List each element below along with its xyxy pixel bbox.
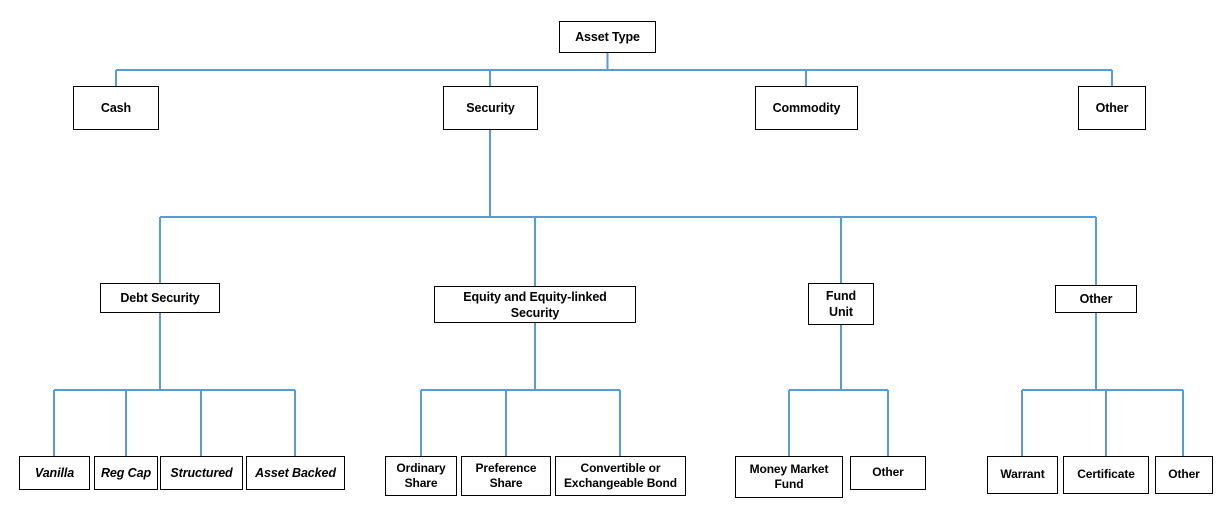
node-money-market-fund[interactable]: Money Market Fund [735, 456, 843, 498]
node-fund-unit[interactable]: Fund Unit [808, 283, 874, 325]
node-label: Vanilla [34, 466, 75, 480]
node-label: Fund Unit [825, 289, 857, 319]
node-label: Preference Share [475, 460, 537, 490]
node-cash[interactable]: Cash [73, 86, 159, 130]
node-debt-security[interactable]: Debt Security [100, 283, 220, 313]
node-certificate[interactable]: Certificate [1063, 456, 1149, 494]
node-other-level1[interactable]: Other [1078, 86, 1146, 130]
node-structured[interactable]: Structured [160, 456, 243, 490]
node-label: Structured [170, 466, 233, 480]
node-label: Other [872, 465, 904, 480]
node-ordinary-share[interactable]: Ordinary Share [385, 456, 457, 496]
node-other-other[interactable]: Other [1155, 456, 1213, 494]
node-security[interactable]: Security [443, 86, 538, 130]
node-label: Other [1168, 467, 1200, 482]
node-label: Asset Backed [255, 466, 336, 480]
node-label: Equity and Equity-linked Security [463, 289, 607, 320]
node-warrant[interactable]: Warrant [987, 456, 1058, 494]
node-label: Money Market Fund [749, 461, 829, 491]
node-vanilla[interactable]: Vanilla [19, 456, 90, 490]
node-asset-type[interactable]: Asset Type [559, 21, 656, 53]
node-label: Convertible or Exchangeable Bond [564, 460, 677, 490]
node-label: Commodity [772, 101, 841, 115]
node-convertible-or-exchangeable-bond[interactable]: Convertible or Exchangeable Bond [555, 456, 686, 496]
node-label: Other [1095, 101, 1129, 115]
node-reg-cap[interactable]: Reg Cap [94, 456, 158, 490]
node-label: Ordinary Share [396, 460, 446, 490]
node-label: Cash [100, 101, 132, 115]
node-asset-backed[interactable]: Asset Backed [246, 456, 345, 490]
node-label: Warrant [1000, 467, 1045, 482]
node-label: Security [466, 101, 515, 115]
node-other-fund[interactable]: Other [850, 456, 926, 490]
node-commodity[interactable]: Commodity [755, 86, 858, 130]
node-label: Reg Cap [100, 466, 151, 480]
node-preference-share[interactable]: Preference Share [461, 456, 551, 496]
node-label: Certificate [1077, 467, 1135, 482]
node-label: Other [1079, 292, 1113, 306]
node-other-level2[interactable]: Other [1055, 285, 1137, 313]
node-equity-and-equity-linked-security[interactable]: Equity and Equity-linked Security [434, 286, 636, 323]
node-label: Debt Security [120, 291, 200, 305]
node-label: Asset Type [575, 30, 640, 44]
